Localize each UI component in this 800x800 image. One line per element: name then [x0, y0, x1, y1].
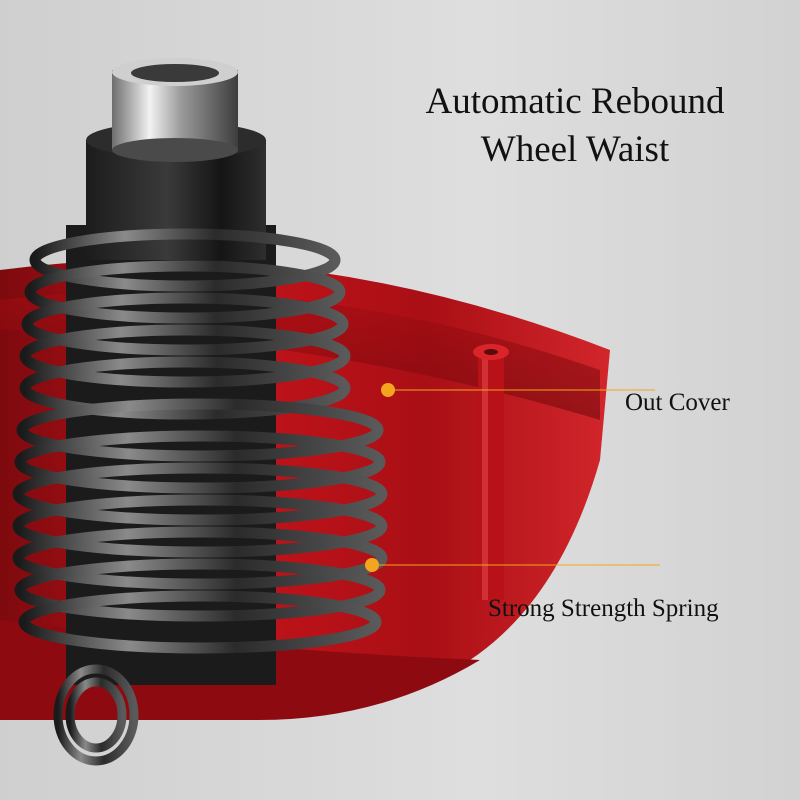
- spring: [12, 228, 388, 654]
- spring-label: Strong Strength Spring: [488, 595, 719, 622]
- callout-out-cover: [381, 383, 655, 397]
- housing-rib: [478, 350, 504, 600]
- headline: Automatic Rebound Wheel Waist: [380, 78, 770, 174]
- headline-line-2: Wheel Waist: [480, 129, 670, 170]
- spring-end-loop: [53, 664, 139, 766]
- headline-line-1: Automatic Rebound: [425, 81, 725, 122]
- out-cover-label: Out Cover: [625, 389, 730, 416]
- callout-spring: [365, 558, 660, 572]
